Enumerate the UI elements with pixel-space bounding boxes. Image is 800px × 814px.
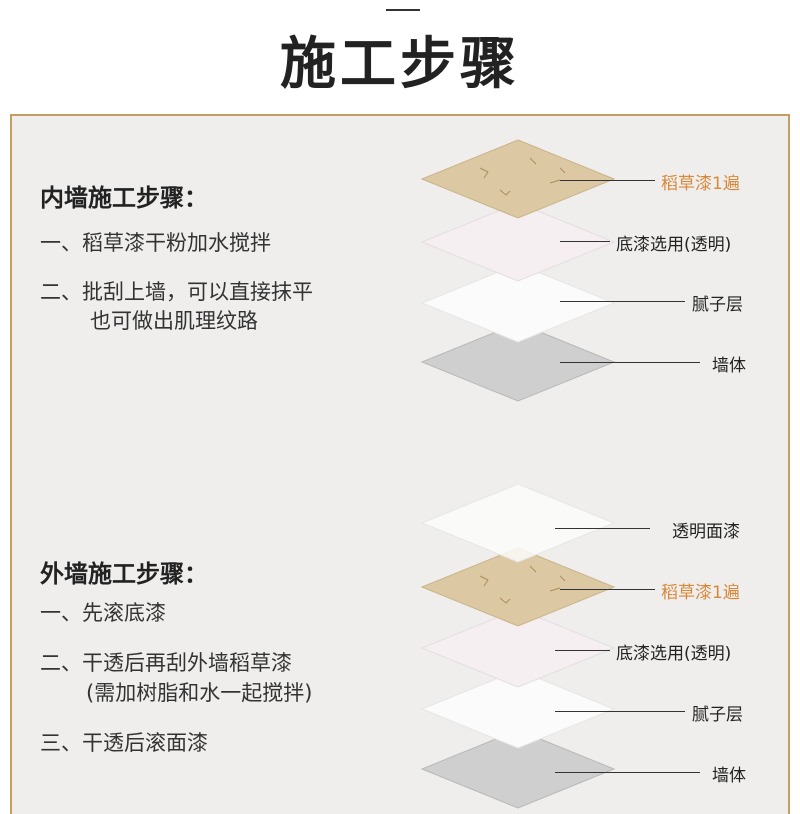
exterior-leader-wall <box>555 772 700 773</box>
interior-step-1: 一、稻草漆干粉加水搅拌 <box>40 231 271 255</box>
page-title: 施工步骤 <box>280 32 520 97</box>
exterior-label-primer: 底漆选用(透明) <box>616 644 732 664</box>
exterior-leader-putty <box>555 711 685 712</box>
exterior-step-2: 二、干透后再刮外墙稻草漆 <box>40 651 292 675</box>
interior-layer-wall <box>420 321 616 403</box>
interior-leader-putty <box>560 301 685 302</box>
exterior-leader-primer <box>555 650 610 651</box>
exterior-layer-straw <box>420 546 616 628</box>
interior-layer-putty <box>420 262 616 344</box>
interior-step-2-continued: 也可做出肌理纹路 <box>90 309 258 333</box>
exterior-label-topcoat: 透明面漆 <box>672 522 740 542</box>
exterior-layer-primer <box>420 607 616 689</box>
exterior-step-2-continued: (需加树脂和水一起搅拌) <box>86 681 313 705</box>
interior-label-wall: 墙体 <box>712 356 746 376</box>
exterior-heading: 外墙施工步骤： <box>40 560 208 588</box>
interior-layer-straw <box>420 138 616 220</box>
interior-label-putty: 腻子层 <box>692 295 743 315</box>
interior-step-2: 二、批刮上墙，可以直接抹平 <box>40 280 313 304</box>
content-panel <box>10 114 790 814</box>
interior-label-straw: 稻草漆1遍 <box>661 174 740 194</box>
top-divider <box>386 9 420 11</box>
interior-leader-straw <box>560 180 655 181</box>
exterior-layer-topcoat <box>420 482 616 564</box>
interior-leader-wall <box>560 362 700 363</box>
exterior-layer-putty <box>420 668 616 750</box>
exterior-step-1: 一、先滚底漆 <box>40 601 166 625</box>
interior-heading: 内墙施工步骤： <box>40 184 208 212</box>
interior-label-primer: 底漆选用(透明) <box>616 235 732 255</box>
exterior-label-wall: 墙体 <box>712 766 746 786</box>
interior-leader-primer <box>560 241 610 242</box>
exterior-leader-straw <box>560 589 655 590</box>
interior-layer-primer <box>420 201 616 283</box>
exterior-step-3: 三、干透后滚面漆 <box>40 731 208 755</box>
exterior-label-putty: 腻子层 <box>692 705 743 725</box>
exterior-label-straw: 稻草漆1遍 <box>661 583 740 603</box>
exterior-leader-topcoat <box>555 528 650 529</box>
